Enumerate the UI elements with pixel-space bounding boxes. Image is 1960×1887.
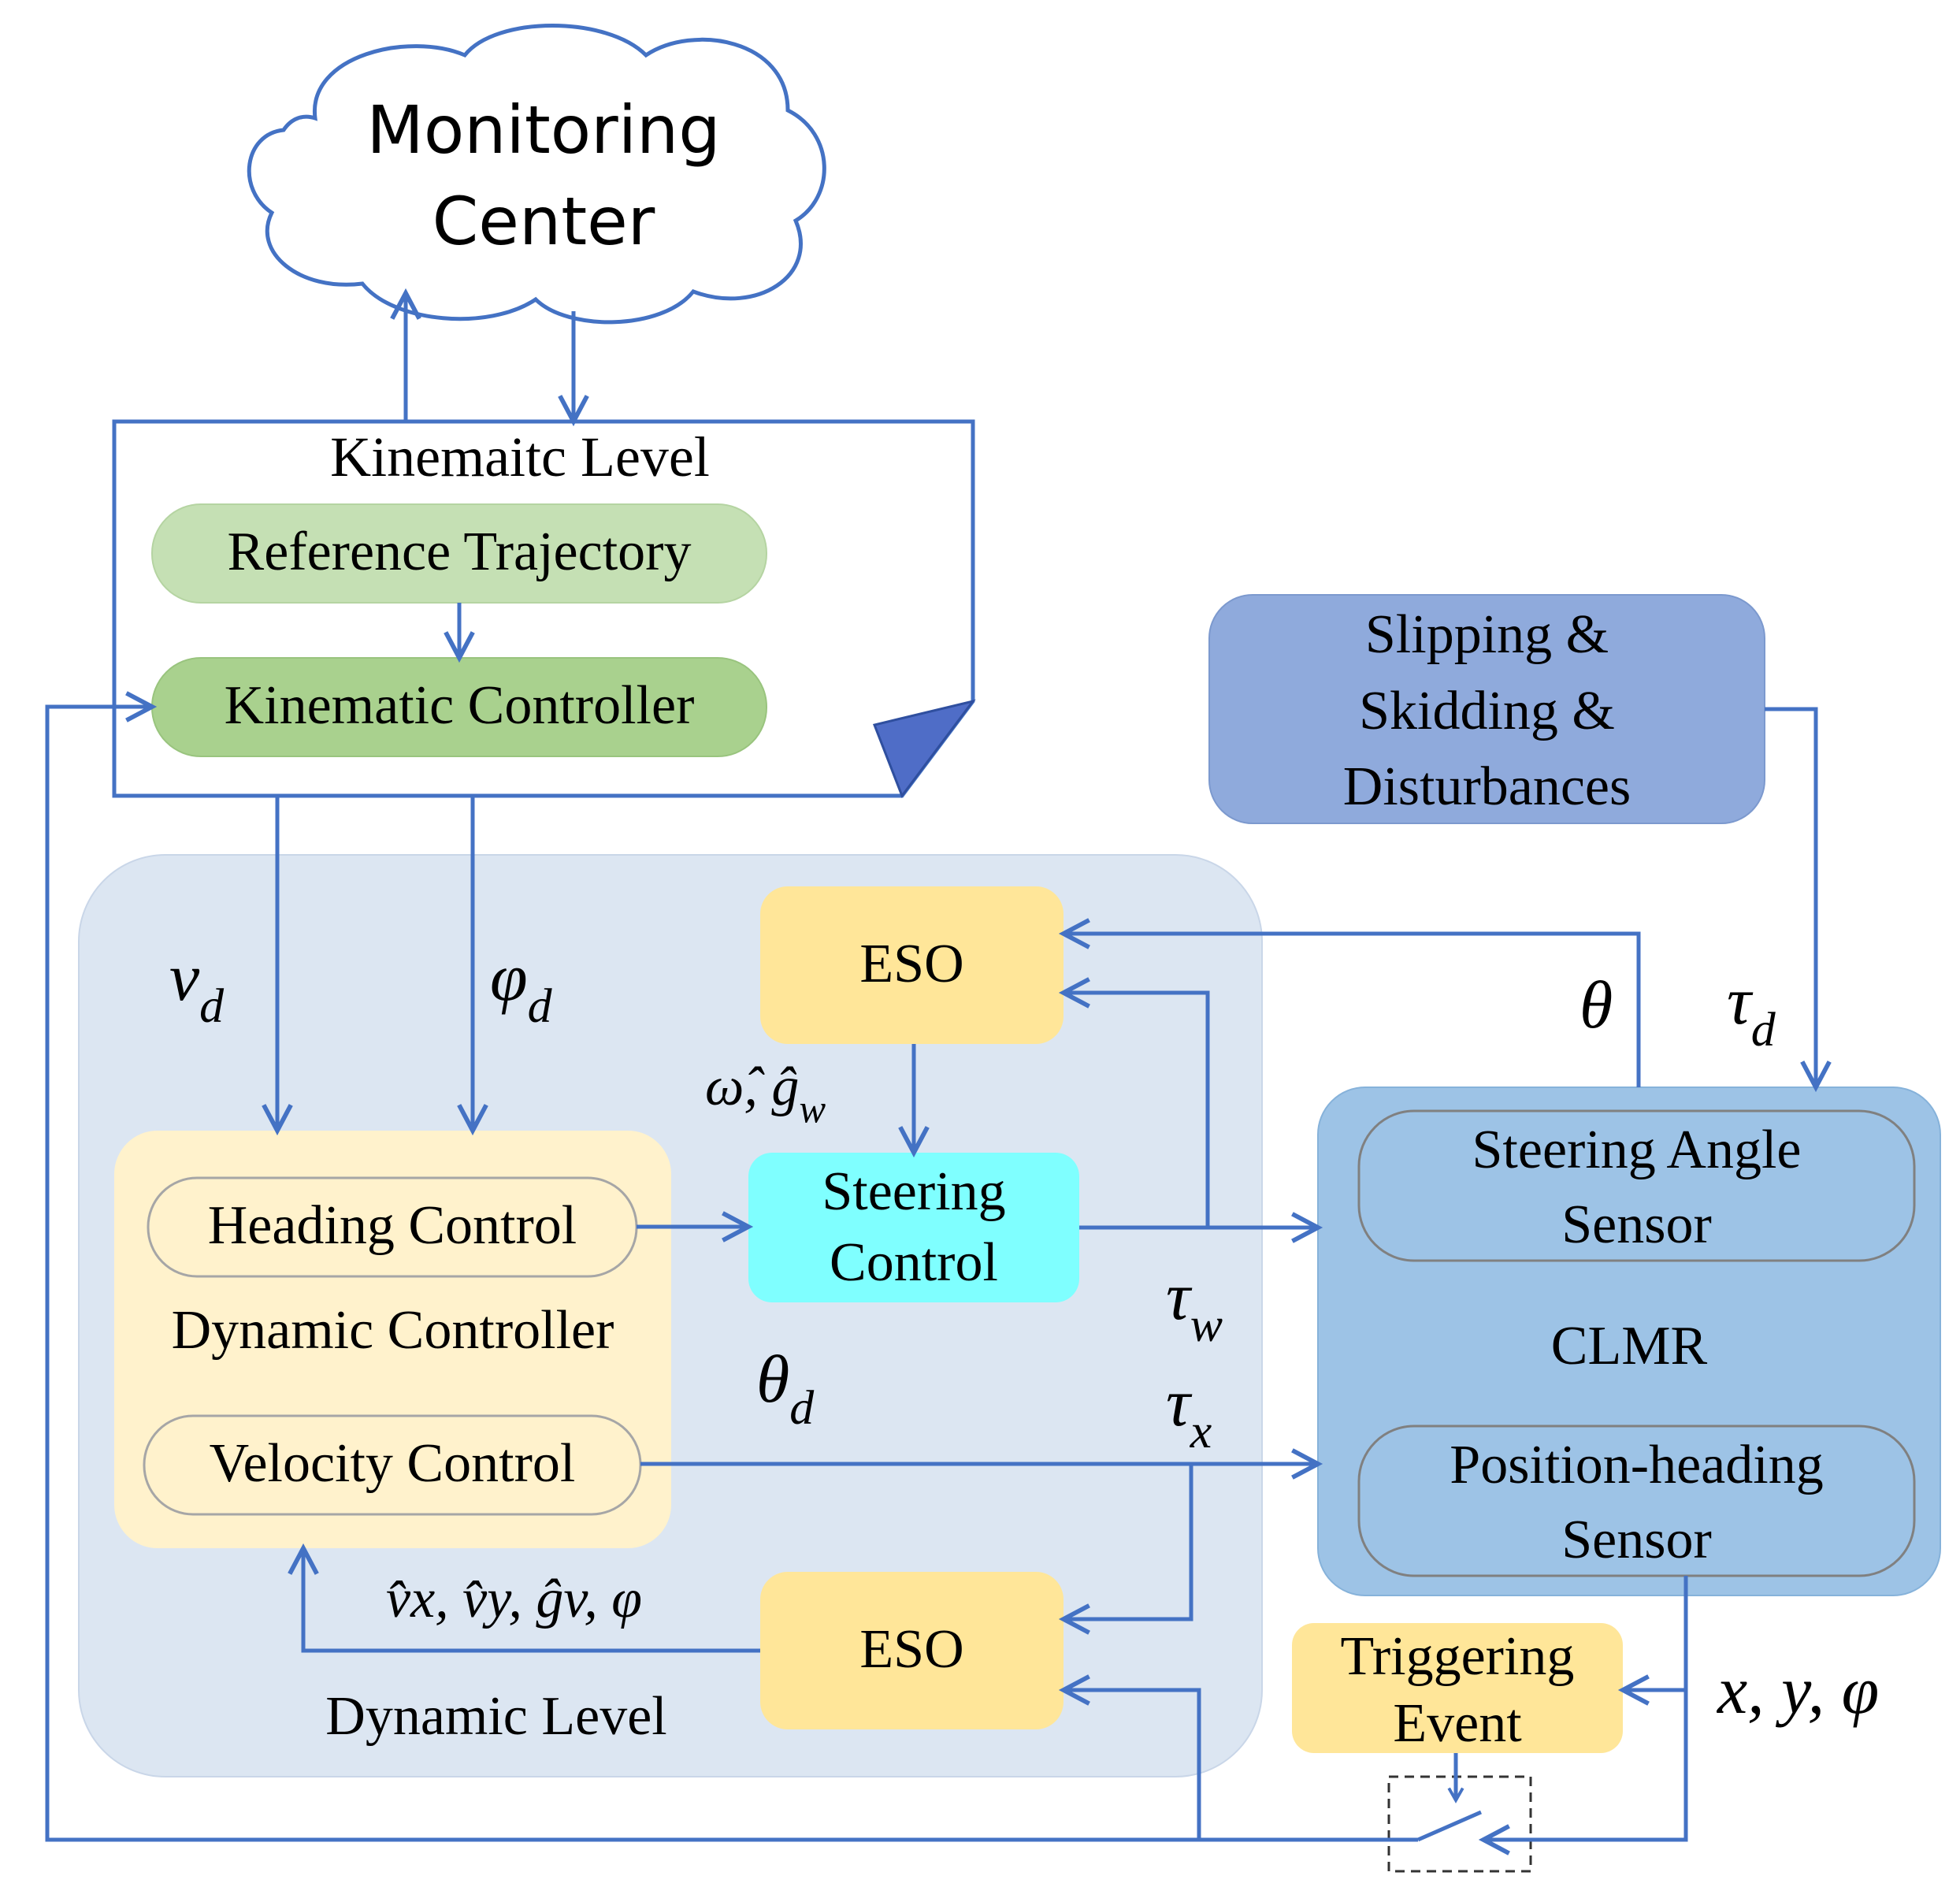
reference-trajectory-label: Reference Trajectory (227, 522, 692, 582)
steering-control-line1: Steering (822, 1161, 1006, 1222)
eso-to-dynamic-controller-arrow (288, 1543, 760, 1653)
position-heading-sensor-line1: Position-heading (1450, 1435, 1824, 1495)
tauw-to-eso-arrow (1058, 977, 1210, 1228)
taud-arrow (1765, 707, 1832, 1093)
dynamic-level-title: Dynamic Level (325, 1686, 667, 1747)
signal-tau-w: τw (1166, 1257, 1223, 1354)
signal-omega-hat-g-w-base: ω̂, ĝ (705, 1057, 800, 1117)
disturbance-line2: Skidding & (1359, 680, 1615, 741)
eso-top-label: ESO (859, 934, 964, 994)
triggering-event-line1: Triggering (1340, 1626, 1575, 1687)
signal-tau-d-sub: d (1750, 1002, 1776, 1057)
theta-to-eso-arrow (1058, 918, 1641, 1087)
signal-theta-d: θd (756, 1339, 814, 1436)
triggering-event-box (1292, 1623, 1623, 1753)
signal-phi-d-sub: d (527, 979, 552, 1033)
steering-angle-sensor-line2: Sensor (1561, 1194, 1712, 1255)
signal-theta: θ (1580, 967, 1613, 1042)
signal-omega-hat-g-w-sub: w (799, 1087, 826, 1131)
connection-lines (45, 288, 1832, 1855)
monitoring-center-line1: Monitoring (366, 91, 721, 169)
steering-control-line2: Control (830, 1231, 998, 1293)
signal-tau-x-sub: x (1190, 1404, 1212, 1458)
monitoring-center-line2: Center (432, 182, 655, 260)
kinematic-level-title: Kinemaitc Level (330, 425, 710, 488)
switch-blade (1416, 1810, 1483, 1842)
signal-omega-hat-g-w: ω̂, ĝw (705, 1056, 826, 1132)
clmr-label: CLMR (1550, 1316, 1708, 1376)
switch-dashed-box (1387, 1775, 1532, 1873)
steering-control-label: Steering Control (748, 1157, 1079, 1298)
signal-tau-d-base: τ (1727, 963, 1751, 1038)
eso-top-box (760, 886, 1064, 1044)
signal-v-d: vd (169, 938, 224, 1035)
signal-phi-d-base: φ (490, 939, 528, 1015)
triggering-event-line2: Event (1393, 1693, 1522, 1755)
disturbance-label: Slipping & Skidding & Disturbances (1209, 597, 1765, 826)
steering-angle-sensor-label: Steering Angle Sensor (1359, 1113, 1914, 1262)
signal-eso-output: v̂x, v̂y, ĝv, φ (386, 1569, 643, 1629)
heading-control-label: Heading Control (207, 1195, 577, 1256)
signal-v-d-sub: d (199, 979, 225, 1033)
signal-x-y-phi: x, y, φ (1717, 1652, 1880, 1728)
position-to-switch-arrow (1478, 1690, 1688, 1855)
taux-to-eso-arrow (1058, 1464, 1193, 1635)
signal-tau-x-base: τ (1166, 1365, 1190, 1440)
signal-tau-x: τx (1166, 1363, 1212, 1460)
steering-angle-sensor-pill (1357, 1109, 1916, 1262)
signal-phi-d: φd (490, 938, 552, 1035)
kinematic-controller-label: Kinematic Controller (224, 675, 695, 736)
signal-tau-w-base: τ (1166, 1258, 1190, 1334)
velocity-control-label: Velocity Control (209, 1433, 576, 1494)
feedback-line (45, 691, 1418, 1842)
signal-theta-d-base: θ (756, 1341, 790, 1417)
signal-tau-d: τd (1727, 961, 1776, 1058)
signal-v-d-base: v (169, 939, 200, 1015)
disturbance-line1: Slipping & (1364, 604, 1609, 665)
position-heading-sensor-label: Position-heading Sensor (1359, 1428, 1914, 1577)
triggering-event-label: Triggering Event (1292, 1623, 1623, 1758)
position-heading-sensor-line2: Sensor (1561, 1509, 1712, 1570)
feedback-to-eso-arrow (1058, 1674, 1201, 1840)
page-fold-corner (872, 699, 976, 799)
monitoring-center-cloud (247, 24, 826, 325)
dynamic-controller-label: Dynamic Controller (171, 1300, 614, 1361)
monitoring-center-label: Monitoring Center (299, 85, 788, 268)
eso-bottom-label: ESO (859, 1619, 964, 1680)
position-heading-sensor-pill (1357, 1425, 1916, 1577)
signal-tau-w-sub: w (1190, 1298, 1223, 1352)
steering-angle-sensor-line1: Steering Angle (1472, 1120, 1802, 1180)
steering-control-box (748, 1153, 1079, 1302)
disturbance-line3: Disturbances (1342, 756, 1631, 818)
signal-theta-d-sub: d (789, 1380, 815, 1435)
eso-bottom-box (760, 1572, 1064, 1729)
